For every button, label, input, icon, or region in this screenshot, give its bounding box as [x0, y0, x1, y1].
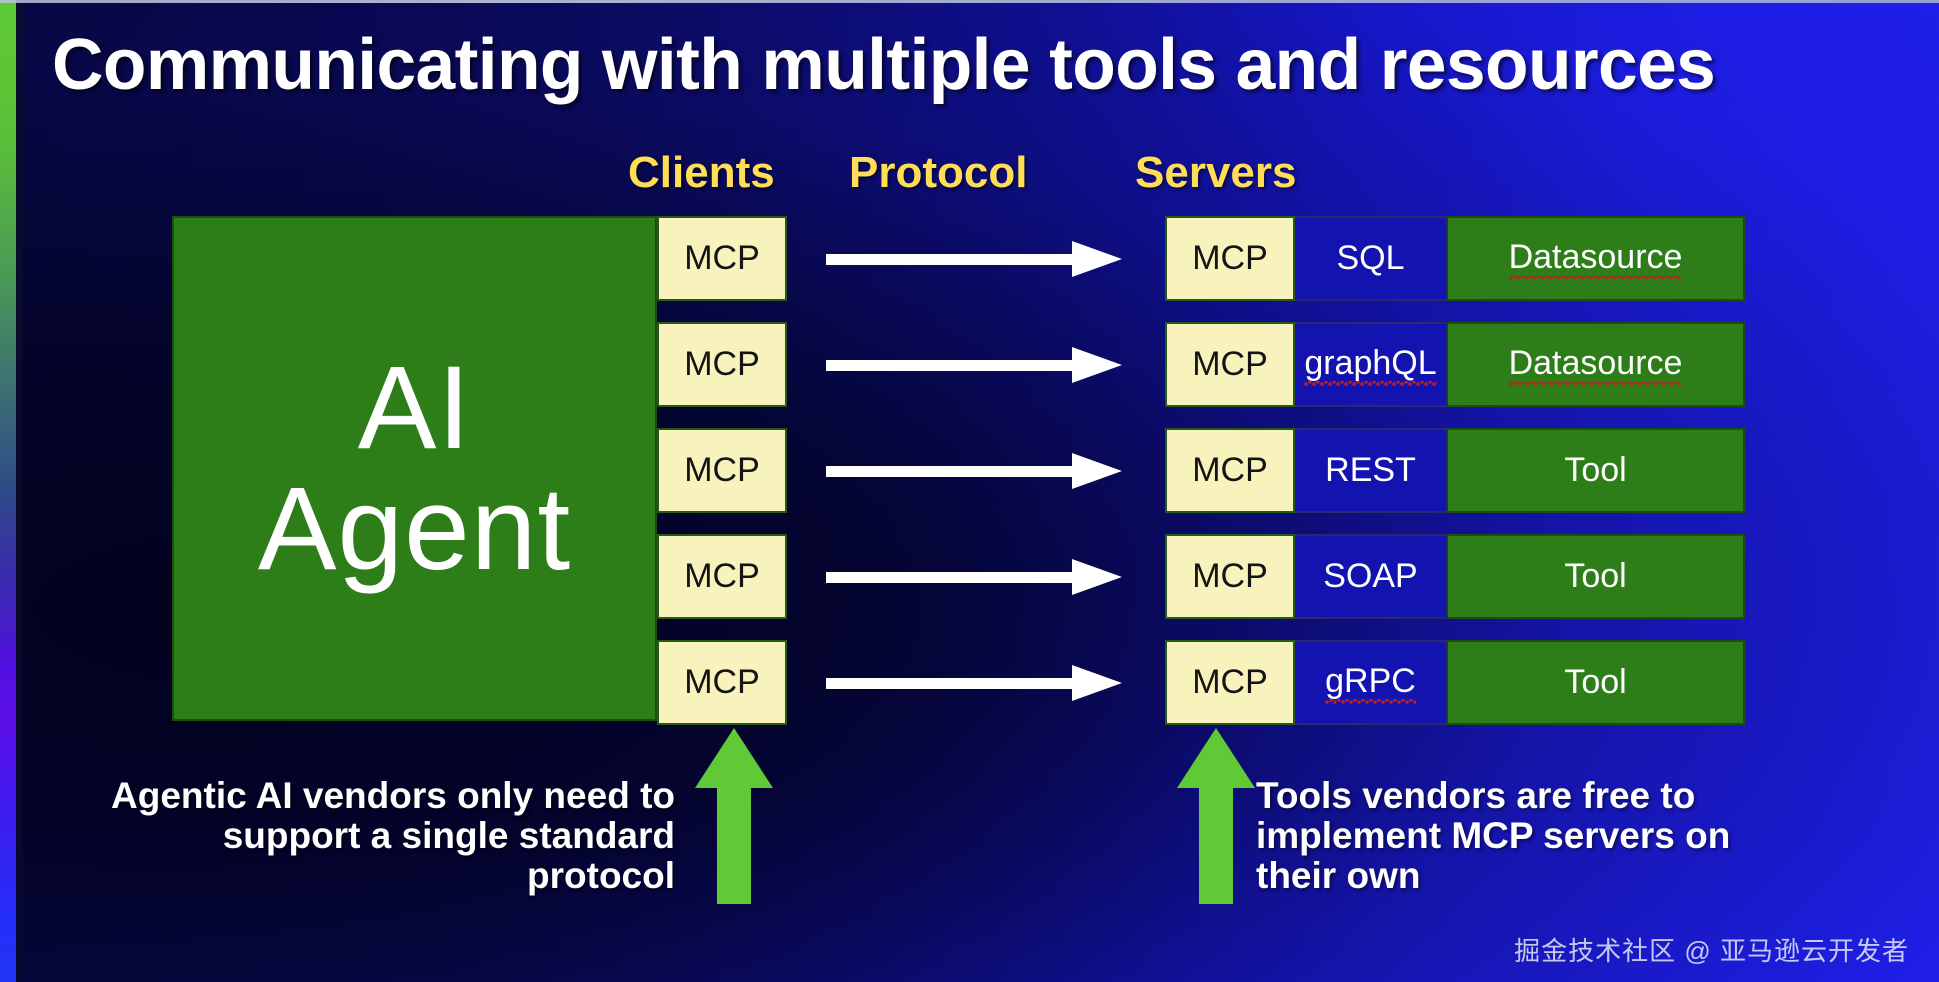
clients-column: MCP MCP MCP MCP MCP: [657, 216, 787, 725]
top-hairline: [0, 0, 1939, 3]
server-target-cell: Tool: [1448, 428, 1745, 513]
arrow-head: [1072, 241, 1122, 277]
left-edge-gradient-strip: [0, 0, 16, 982]
server-mcp-label: MCP: [1192, 239, 1268, 277]
arrow-shaft: [826, 572, 1074, 583]
ai-agent-box: AI Agent: [172, 216, 657, 721]
arrow-head: [1072, 665, 1122, 701]
server-row: MCP SOAP Tool: [1165, 534, 1745, 619]
client-mcp-label: MCP: [684, 663, 760, 701]
watermark: 掘金技术社区 @ 亚马逊云开发者: [1514, 936, 1909, 966]
server-mcp-cell: MCP: [1165, 534, 1295, 619]
client-mcp-box: MCP: [657, 216, 787, 301]
client-mcp-label: MCP: [684, 239, 760, 277]
protocol-arrow-icon: [826, 453, 1122, 489]
column-header-clients: Clients: [628, 148, 775, 197]
ai-agent-line-2: Agent: [257, 462, 572, 595]
server-row: MCP gRPC Tool: [1165, 640, 1745, 725]
column-header-servers: Servers: [1135, 148, 1297, 197]
server-target-label: Tool: [1564, 663, 1627, 701]
server-target-label: Tool: [1564, 451, 1627, 489]
server-target-cell: Tool: [1448, 534, 1745, 619]
up-arrow-servers-icon: [1177, 728, 1255, 906]
client-mcp-box: MCP: [657, 428, 787, 513]
server-target-cell: Datasource: [1448, 322, 1745, 407]
caption-clients: Agentic AI vendors only need to support …: [111, 775, 675, 896]
server-protocol-cell: SQL: [1295, 216, 1448, 301]
arrow-head: [1072, 347, 1122, 383]
server-row: MCP REST Tool: [1165, 428, 1745, 513]
server-row: MCP SQL Datasource: [1165, 216, 1745, 301]
left-edge-shadow: [16, 0, 23, 982]
server-target-label: Datasource: [1508, 237, 1683, 280]
caption-servers: Tools vendors are free to implement MCP …: [1256, 775, 1731, 896]
server-mcp-cell: MCP: [1165, 428, 1295, 513]
protocol-arrow-icon: [826, 347, 1122, 383]
server-mcp-label: MCP: [1192, 663, 1268, 701]
server-target-cell: Tool: [1448, 640, 1745, 725]
protocol-column: [826, 216, 1126, 723]
arrow-head: [1072, 559, 1122, 595]
server-target-cell: Datasource: [1448, 216, 1745, 301]
server-row: MCP graphQL Datasource: [1165, 322, 1745, 407]
client-mcp-box: MCP: [657, 640, 787, 725]
server-mcp-cell: MCP: [1165, 640, 1295, 725]
arrow-shaft: [826, 360, 1074, 371]
protocol-arrow-icon: [826, 241, 1122, 277]
arrow-shaft: [826, 466, 1074, 477]
protocol-arrow-icon: [826, 665, 1122, 701]
client-mcp-label: MCP: [684, 345, 760, 383]
arrow-head: [1072, 453, 1122, 489]
ai-agent-label: AI Agent: [258, 348, 571, 589]
up-arrow-clients-icon: [695, 728, 773, 906]
column-header-protocol: Protocol: [849, 148, 1028, 197]
client-mcp-label: MCP: [684, 451, 760, 489]
server-mcp-label: MCP: [1192, 345, 1268, 383]
page-title: Communicating with multiple tools and re…: [52, 25, 1716, 105]
server-protocol-label: REST: [1325, 451, 1416, 489]
server-protocol-cell: gRPC: [1295, 640, 1448, 725]
up-arrow-stem: [1199, 786, 1233, 904]
server-target-label: Tool: [1564, 557, 1627, 595]
client-mcp-box: MCP: [657, 534, 787, 619]
client-mcp-box: MCP: [657, 322, 787, 407]
up-arrow-stem: [717, 786, 751, 904]
up-arrow-head: [695, 728, 773, 788]
protocol-arrow-icon: [826, 559, 1122, 595]
ai-agent-line-1: AI: [357, 342, 472, 475]
server-protocol-cell: SOAP: [1295, 534, 1448, 619]
server-target-label: Datasource: [1508, 343, 1683, 386]
server-mcp-cell: MCP: [1165, 322, 1295, 407]
server-protocol-label: gRPC: [1325, 661, 1416, 704]
arrow-shaft: [826, 254, 1074, 265]
client-mcp-label: MCP: [684, 557, 760, 595]
server-protocol-cell: REST: [1295, 428, 1448, 513]
server-mcp-label: MCP: [1192, 451, 1268, 489]
server-protocol-label: graphQL: [1304, 343, 1437, 386]
up-arrow-head: [1177, 728, 1255, 788]
server-protocol-cell: graphQL: [1295, 322, 1448, 407]
server-protocol-label: SQL: [1336, 239, 1405, 277]
server-mcp-label: MCP: [1192, 557, 1268, 595]
arrow-shaft: [826, 678, 1074, 689]
server-mcp-cell: MCP: [1165, 216, 1295, 301]
server-protocol-label: SOAP: [1323, 557, 1418, 595]
